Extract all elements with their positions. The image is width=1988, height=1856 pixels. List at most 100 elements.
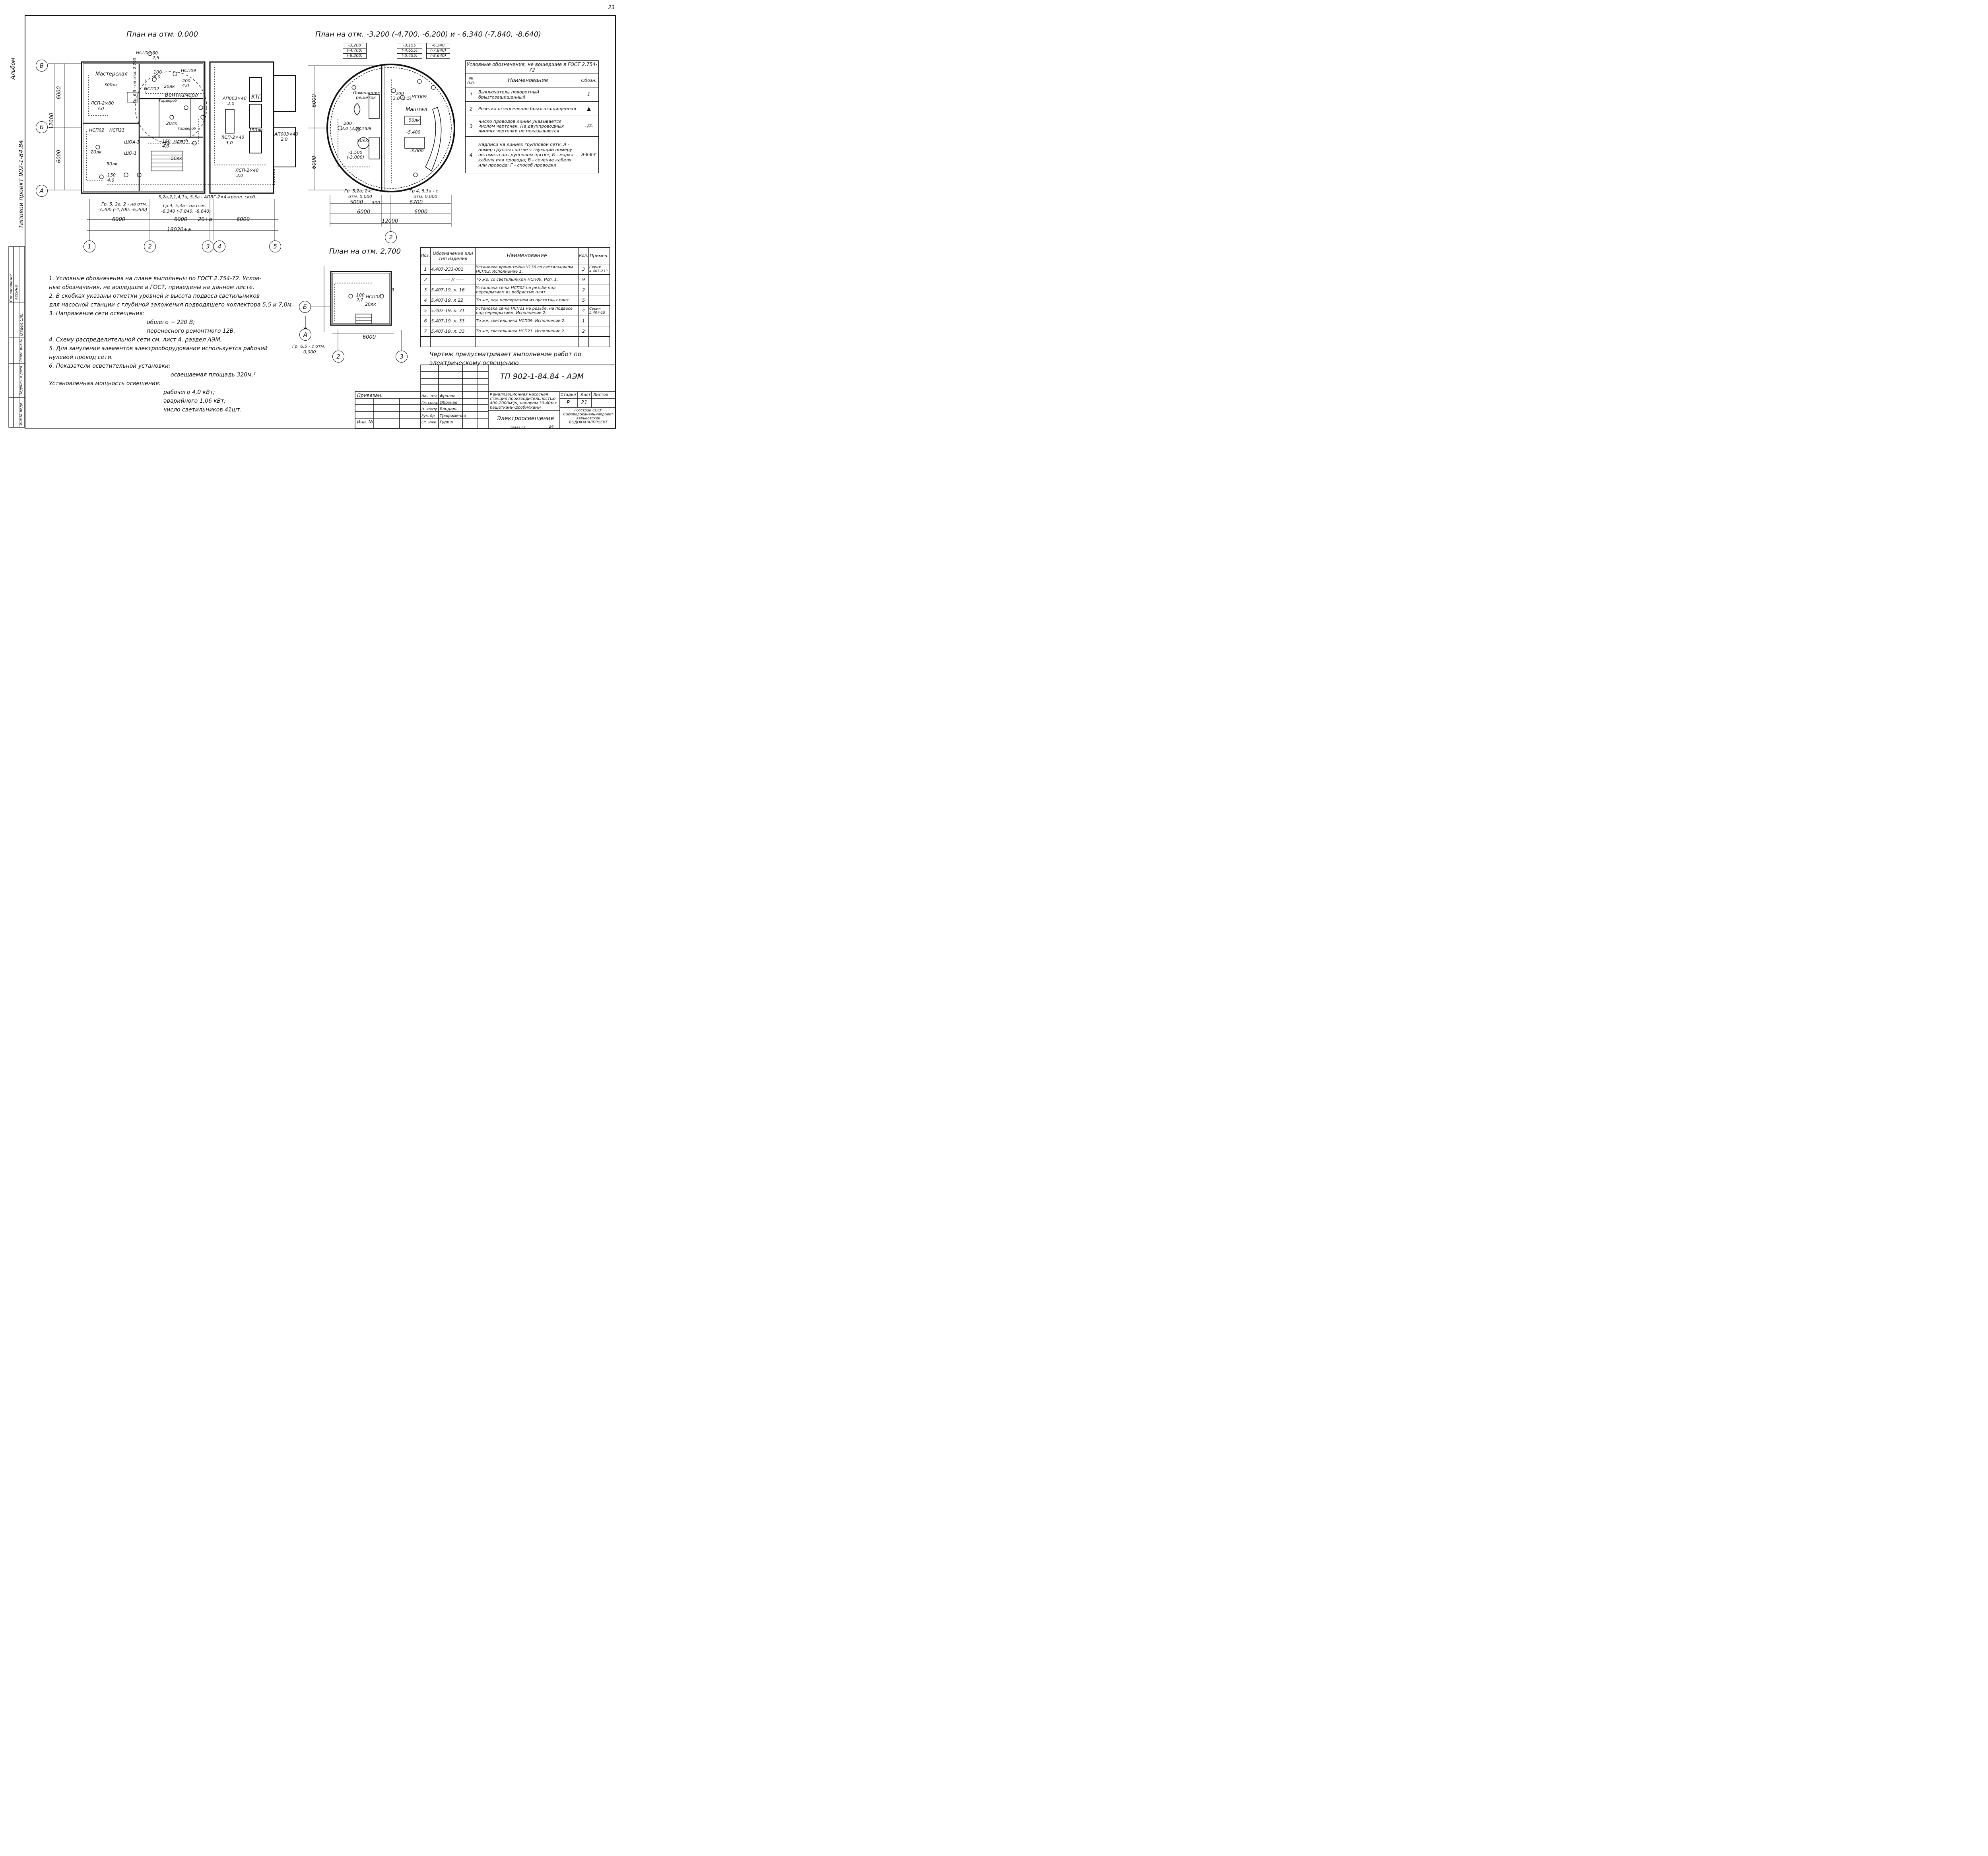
spec-row: 2—— // —— То же, со светильником НСП09. …	[420, 274, 610, 285]
lsp-280-val: 3,0	[97, 106, 104, 111]
dim-20a: 20+а	[198, 217, 212, 223]
lvl-3000b: (-3,000)	[347, 155, 365, 160]
dim-5000: 5000	[350, 200, 363, 206]
room-reshetok: решеток	[356, 95, 376, 100]
reshetok-lux: 50лк	[357, 138, 368, 143]
plan0-drawing	[48, 51, 296, 240]
dim-6000-c: 6000	[237, 217, 250, 223]
val-200-a: 200	[396, 91, 404, 96]
axis-4: 4	[214, 240, 225, 252]
room-garderob: Гардероб	[159, 99, 177, 103]
plan1-drawing	[308, 64, 455, 233]
lvl-1500: -1,500	[348, 150, 363, 155]
val-60: 60	[152, 50, 158, 56]
level-box-2: -3,155(-4,655)(-5,455)	[397, 43, 422, 59]
legend-table: Условные обозначения, не вошедшие в ГОСТ…	[465, 60, 599, 173]
lsp-240b: ЛСП-2×40	[235, 168, 259, 173]
dim-total: 18020+а	[167, 227, 191, 233]
dim-6000-a: 6000	[112, 217, 126, 223]
val-30-b: 3,0 (3,5)	[341, 126, 360, 131]
axis-2-circle: 2	[385, 231, 397, 243]
p2-val-100: 100	[356, 293, 365, 298]
p2-gr: Гр. 6,5 - с отм.	[292, 344, 326, 349]
stage-value: Р	[567, 400, 570, 406]
plan0-title: План на отм. 0,000	[126, 30, 198, 39]
val-150b: 150	[107, 173, 116, 178]
shcho-1: ЩО-1	[124, 151, 137, 156]
legend-row-4-name: Надписи на линиях групповой сети: А - но…	[477, 136, 579, 173]
p2-val-27: 2,7	[356, 297, 363, 303]
nsp02-mid: НСП02	[144, 86, 159, 91]
p2-axis-3: 3	[396, 351, 408, 363]
gr-left: Гр. 5,2а, 2-с	[344, 188, 372, 194]
p2-lux: 20лк	[365, 302, 376, 307]
legend-title: Условные обозначения, не вошедшие в ГОСТ…	[465, 60, 599, 74]
page-number: 23	[608, 5, 615, 11]
drawing-frame	[25, 15, 616, 429]
lvl-3000: -3,000	[410, 148, 424, 153]
val-200-b: 200	[344, 121, 352, 126]
gr-right-2: отм. 0,000	[414, 194, 437, 199]
lsp-240-val: 3,0	[226, 140, 233, 145]
room-masterskaya: Мастерская	[95, 71, 128, 77]
p2-nsp02: НСП02	[366, 294, 381, 299]
val-100: 100	[153, 70, 162, 75]
cable-note: 3,2а,2,1,4,1а, 5,3а - АПВГ-2×4-крепл. ск…	[158, 194, 257, 200]
inv-label: Инв. №	[357, 419, 373, 425]
legend-row-4-sym: А-Б-В-Г	[579, 136, 599, 173]
nsp21: НСП21	[173, 140, 189, 145]
room-garderob2: Гардероб	[178, 127, 196, 131]
p2-axis-b: Б	[299, 301, 311, 313]
doc-code: ТП 902-1-84.84 - АЭМ	[500, 372, 584, 381]
p2-dim-6000: 6000	[363, 334, 376, 340]
bottom-number: 24	[549, 425, 554, 429]
gr-left-2: отм. 0,000	[348, 194, 372, 199]
sheet-value: 21	[581, 400, 588, 406]
axis-5: 5	[269, 240, 281, 252]
axis-b: Б	[36, 121, 48, 133]
nsp21b: НСП21	[109, 128, 125, 133]
group2b-label: -6,340 (-7,840, -8,640)	[161, 209, 211, 214]
val-30-a: 3,0 (3,5)	[393, 96, 412, 101]
ap-b-val: 2,0	[281, 137, 288, 142]
spec-h-code: Обозначение или тип изделия	[430, 247, 476, 264]
dim-12000: 12000	[382, 218, 398, 224]
shchoa-1: ЩОА-1	[124, 140, 140, 145]
dim-6000-b: 6000	[174, 217, 188, 223]
dim-6700: 6700	[410, 200, 423, 206]
spec-h-note: Примеч.	[588, 247, 610, 264]
dim-6000-r: 6000	[414, 209, 428, 215]
val-30: 3,0	[153, 74, 161, 80]
object-name: Канализационная насосная станция произво…	[490, 392, 557, 410]
spec-table: Поз. Обозначение или тип изделия Наимено…	[420, 247, 610, 347]
lsp-240: ЛСП-2×40	[221, 135, 245, 140]
room-pom: Помещение	[353, 90, 381, 95]
p2-axis-2: 2	[332, 351, 344, 363]
val-150: 150	[162, 139, 171, 144]
room-lux-20b: 20лк	[166, 121, 177, 126]
p2-mark-3: 3	[392, 287, 394, 293]
legend-header-name: Наименование	[477, 74, 579, 87]
stage-header: Стадия	[561, 393, 576, 397]
stamp-grid	[355, 365, 616, 429]
room-lux-50: 50лк	[171, 156, 182, 161]
p2-gr-2: 0,000	[303, 349, 316, 355]
level-box-1: -3,200(-4,700)(-6,200)	[343, 43, 367, 59]
axis-a: А	[36, 185, 48, 197]
group1-label: Гр. 5, 2а, 2 - на отм.	[101, 202, 148, 207]
ap-a: АП003×40	[223, 96, 247, 101]
legend-row-2-name: Розетка штепсельная брызгозащищенная	[477, 101, 579, 116]
bottom-code: 19584-07	[510, 426, 526, 430]
ap-a-val: 2,0	[227, 101, 235, 106]
mashzal-lux: 50лк	[409, 118, 420, 123]
room-lux-50b: 50лк	[107, 161, 118, 167]
level-box-3: -6,340(-7,840)(-8,640)	[426, 43, 450, 59]
group1b-label: -3,200 (-4,700, -6,200)	[97, 207, 148, 212]
lvl-5400: -5,400	[406, 130, 421, 135]
legend-row-1-n: 1	[465, 87, 477, 102]
